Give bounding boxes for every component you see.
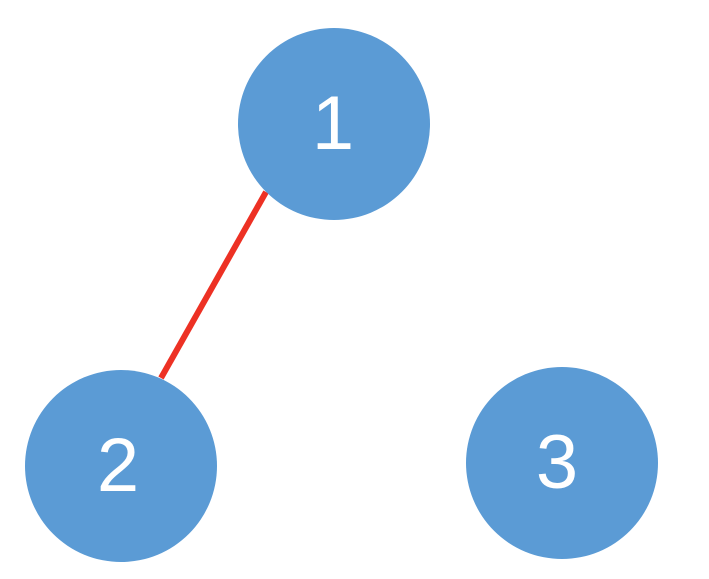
graph-node-3-label: 3 [535,420,579,505]
edge-1-to-2[interactable] [158,190,269,380]
graph-node-1[interactable] [238,28,430,220]
graph-node-1-label: 1 [311,81,355,166]
graph-node-2-label: 2 [96,423,140,508]
graph-node-2[interactable] [25,370,217,562]
graph-node-3[interactable] [466,367,658,559]
